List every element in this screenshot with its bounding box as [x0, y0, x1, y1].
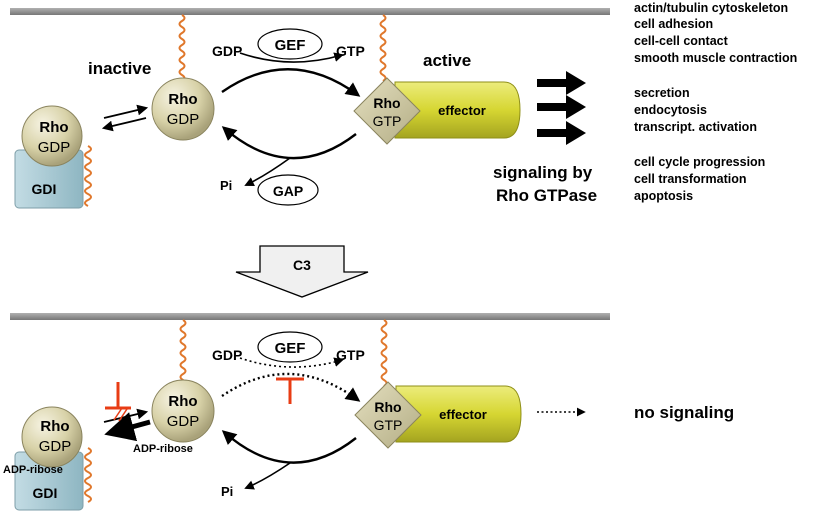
- gef-label: GEF: [275, 340, 306, 357]
- no-signaling-label: no signaling: [634, 403, 734, 422]
- signal-arrow-1: [537, 71, 586, 95]
- gdp-label: GDP: [167, 111, 200, 128]
- pi-label: Pi: [221, 484, 233, 499]
- rho-label: Rho: [374, 399, 401, 415]
- inactive-label: inactive: [88, 59, 151, 78]
- gef-node: [257, 331, 323, 363]
- outcome-item: endocytosis: [634, 103, 707, 117]
- gdi-spring: [84, 447, 92, 503]
- gap-label: GAP: [273, 183, 303, 199]
- outcome-item: transcript. activation: [634, 120, 757, 134]
- gdi-binding-arrow: [101, 117, 147, 132]
- signaling-title-line2: Rho GTPase: [496, 186, 597, 205]
- gdp-release-arc-blocked: [239, 357, 344, 368]
- rho-sphere: [21, 105, 83, 167]
- outcome-item: cell cycle progression: [634, 155, 765, 169]
- outcome-item: cell-cell contact: [634, 34, 729, 48]
- pi-label: Pi: [220, 178, 232, 193]
- gtp-out-label: GTP: [336, 43, 365, 59]
- rho-gdp-bottom: Rho GDP ADP-ribose: [133, 379, 215, 455]
- rho-label: Rho: [40, 418, 69, 435]
- gap-node: [257, 174, 319, 206]
- outcome-item: actin/tubulin cytoskeleton: [634, 1, 788, 15]
- gdi-complex-bottom: Rho GDP ADP-ribose GDI: [3, 406, 92, 511]
- gtp-out-label: GTP: [336, 347, 365, 363]
- gdi-release-arrow: [103, 104, 149, 119]
- adp-ribose-label: ADP-ribose: [3, 464, 63, 476]
- gtp-label: GTP: [374, 417, 403, 433]
- outcome-item: cell transformation: [634, 172, 747, 186]
- gef-node: [257, 28, 323, 60]
- rho-label: Rho: [168, 393, 197, 410]
- rho-sphere: [151, 379, 215, 443]
- rho-sphere: [151, 77, 215, 141]
- c3-toxin-arrow: C3: [235, 245, 369, 298]
- rho-gtp-effector-bottom: effector Rho GTP: [354, 381, 522, 449]
- effector-capsule: [394, 81, 521, 139]
- gdp-in-label: GDP: [212, 347, 242, 363]
- c3-arrow-shape: [235, 245, 369, 298]
- signal-arrow-2: [537, 95, 586, 119]
- membrane-top: [10, 8, 610, 15]
- c3-label: C3: [293, 257, 311, 273]
- signal-arrow-3: [537, 121, 586, 145]
- gtp-label: GTP: [373, 113, 402, 129]
- gdi-complex-top: Rho GDP GDI: [14, 105, 92, 209]
- outcome-item: apoptosis: [634, 189, 693, 203]
- rho-gdp-top: Rho GDP: [151, 77, 215, 141]
- effector-label: effector: [439, 407, 487, 422]
- gdp-label: GDP: [167, 413, 200, 430]
- inactivation-arc: [221, 430, 357, 464]
- effector-label: effector: [438, 103, 486, 118]
- outcome-item: secretion: [634, 86, 690, 100]
- active-label: active: [423, 51, 471, 70]
- release-inhibition-mark: [105, 382, 131, 422]
- gdp-in-label: GDP: [212, 43, 242, 59]
- gdi-label: GDI: [33, 485, 58, 501]
- gdi-binding-arrow-strong: [104, 412, 151, 442]
- anchor-spring-rho-gtp: [379, 14, 387, 82]
- anchor-spring-rho-gtp: [380, 319, 388, 387]
- gdp-label: GDP: [38, 139, 71, 156]
- rho-gtp-effector-top: effector Rho GTP: [353, 77, 521, 145]
- gef-inhibition-mark: [276, 377, 304, 404]
- gdp-label: GDP: [39, 438, 72, 455]
- rho-gtp-diamond: [353, 77, 421, 145]
- gef-label: GEF: [275, 37, 306, 54]
- anchor-spring-rho-gdp: [178, 14, 186, 88]
- pi-release-arc: [244, 462, 291, 490]
- gdi-spring: [84, 145, 92, 207]
- pi-release-arc: [244, 157, 291, 187]
- membrane-bottom: [10, 313, 610, 320]
- outcome-list: actin/tubulin cytoskeleton cell adhesion…: [634, 1, 797, 203]
- gdi-release-arrow-blocked: [103, 408, 149, 423]
- rho-sphere: [21, 406, 83, 468]
- rho-label: Rho: [373, 95, 400, 111]
- outcome-item: smooth muscle contraction: [634, 51, 797, 65]
- gdp-release-arc: [239, 52, 344, 63]
- inactivation-arc: [221, 126, 357, 160]
- rho-label: Rho: [39, 119, 68, 136]
- signaling-title-line1: signaling by: [493, 163, 593, 182]
- outcome-item: cell adhesion: [634, 17, 713, 31]
- activation-arc: [221, 68, 361, 97]
- gdi-label: GDI: [32, 181, 57, 197]
- adp-ribose-label: ADP-ribose: [133, 443, 193, 455]
- rho-label: Rho: [168, 91, 197, 108]
- effector-capsule: [395, 385, 522, 443]
- rho-gtp-diamond: [354, 381, 422, 449]
